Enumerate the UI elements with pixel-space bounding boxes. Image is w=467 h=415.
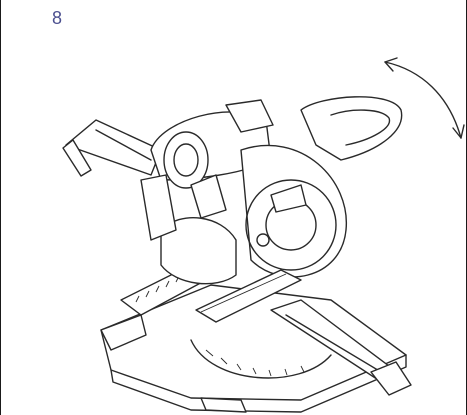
- rotation-arrow-icon: [384, 57, 465, 139]
- blade-guard: [240, 144, 347, 278]
- turntable-base: [100, 284, 407, 413]
- motor-housing: [150, 99, 274, 189]
- support-column: [140, 174, 307, 285]
- left-extension-arm: [62, 119, 162, 177]
- operating-handle: [300, 96, 403, 161]
- right-extension-rails: [270, 299, 412, 396]
- throat-plate: [195, 269, 302, 323]
- step-number: 8: [52, 8, 63, 28]
